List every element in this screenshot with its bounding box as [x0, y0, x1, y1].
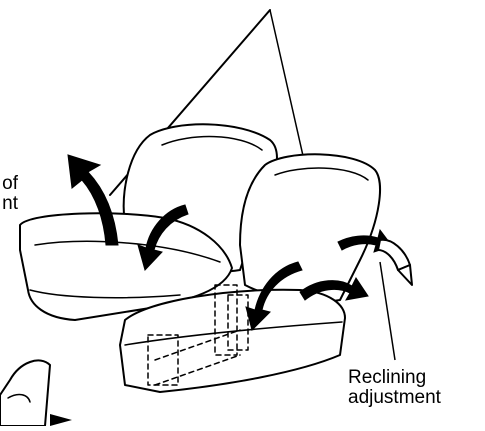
reclining-label-line2: adjustment	[348, 388, 441, 408]
reclining-label-line1: Reclining	[348, 368, 441, 388]
partial-label-line1: of	[0, 174, 18, 194]
right-seat-back	[240, 154, 380, 301]
partial-label-line2: nt	[0, 194, 18, 214]
reclining-leader-line	[380, 262, 395, 360]
partial-label: of nt	[0, 174, 18, 214]
curved-arrow-icon	[50, 414, 72, 426]
reclining-adjustment-label: Reclining adjustment	[348, 368, 441, 408]
reclining-lever	[378, 240, 410, 270]
seat-fragment	[0, 360, 50, 426]
